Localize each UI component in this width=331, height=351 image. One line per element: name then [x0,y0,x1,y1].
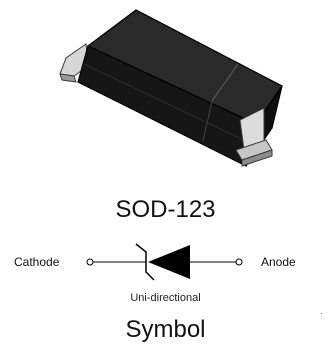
stray-mark [321,313,322,314]
cathode-terminal-icon [86,258,94,266]
anode-terminal-icon [235,258,243,266]
diode-triangle-icon [148,245,190,279]
cathode-bar-icon [135,243,155,281]
anode-label: Anode [261,255,296,269]
type-caption: Uni-directional [130,292,201,304]
sod-123-package-illustration [59,9,283,167]
diode-symbol: Cathode Anode [0,232,331,292]
symbol-title: Symbol [125,316,206,343]
right-lead [235,107,273,167]
package-name: SOD-123 [115,196,216,223]
cathode-label: Cathode [14,255,60,269]
